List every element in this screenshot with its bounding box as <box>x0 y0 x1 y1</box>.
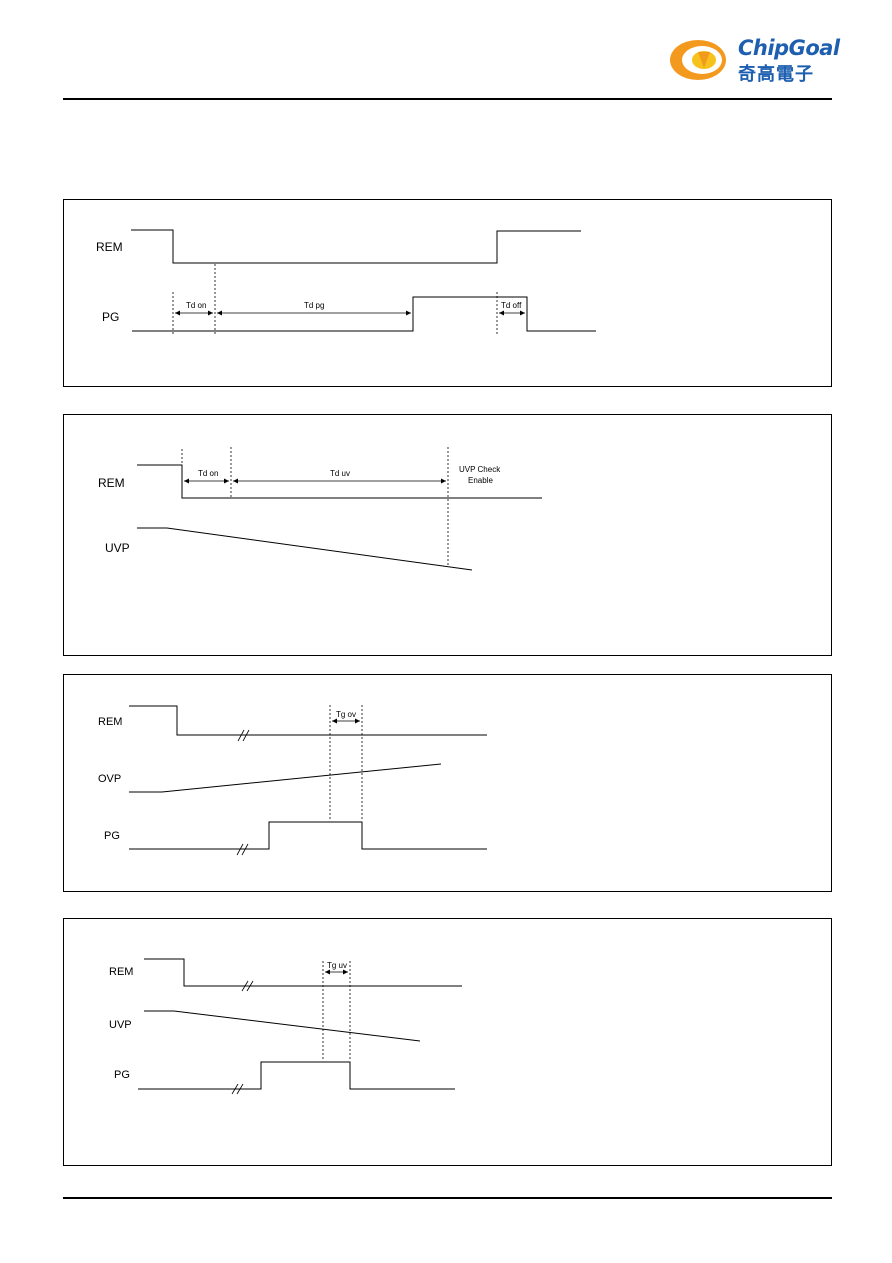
timing-label-tg-ov: Tg ov <box>336 710 356 719</box>
pg-waveform <box>138 1061 455 1090</box>
pg-waveform <box>132 296 596 332</box>
chipgoal-emblem-icon <box>670 40 726 80</box>
signal-label-rem: REM <box>109 966 133 978</box>
uvp-check-note-line-1: UVP Check <box>459 465 501 474</box>
timing-diagram-4-canvas: REM UVP PG Tg uv <box>109 958 462 1095</box>
timing-diagram-power-good: REM PG Td on Td pg Td off <box>63 199 832 387</box>
timing-diagram-uvp-fault: REM UVP PG Tg uv <box>63 918 832 1166</box>
break-mark <box>241 980 249 992</box>
signal-label-pg: PG <box>102 310 119 324</box>
arrowheads <box>325 969 348 975</box>
timing-label-tg-uv: Tg uv <box>327 961 347 970</box>
break-mark <box>237 729 245 742</box>
brand-name-chinese: 奇高電子 <box>738 64 814 85</box>
company-logo: ChipGoal 奇高電子 <box>668 36 840 85</box>
signal-label-pg: PG <box>114 1069 130 1081</box>
arrowheads <box>184 478 229 484</box>
timing-label-td-pg: Td pg <box>304 301 324 310</box>
timing-diagram-ovp-fault: REM OVP PG Tg ov <box>63 674 832 892</box>
signal-label-rem: REM <box>98 476 125 490</box>
timing-label-td-on: Td on <box>198 469 218 478</box>
signal-label-uvp: UVP <box>105 541 130 555</box>
break-mark <box>236 1083 244 1095</box>
signal-label-pg: PG <box>104 830 120 842</box>
uvp-waveform <box>144 1010 421 1042</box>
timing-label-td-uv: Td uv <box>330 469 350 478</box>
rem-waveform <box>144 958 462 987</box>
timing-diagram-1-canvas: REM PG Td on Td pg Td off <box>96 229 596 336</box>
uvp-waveform <box>137 527 473 571</box>
pg-waveform <box>129 821 487 850</box>
signal-label-uvp: UVP <box>109 1019 132 1031</box>
rem-waveform <box>129 705 487 736</box>
rem-waveform <box>131 229 581 264</box>
ovp-waveform <box>129 763 442 793</box>
timing-diagram-2-canvas: REM UVP Td on Td uv UVP Check Enable <box>98 447 542 571</box>
timing-diagram-3-canvas: REM OVP PG Tg ov <box>98 705 487 856</box>
break-mark <box>236 843 244 856</box>
timing-label-td-off: Td off <box>501 301 522 310</box>
break-mark <box>241 843 249 856</box>
timing-diagram-uvp-enable: REM UVP Td on Td uv UVP Check Enable <box>63 414 832 656</box>
header-rule <box>63 98 832 100</box>
brand-name-english: ChipGoal <box>738 36 840 60</box>
break-mark <box>231 1083 239 1095</box>
signal-label-ovp: OVP <box>98 773 121 785</box>
footer-rule <box>63 1197 832 1199</box>
timing-label-td-on: Td on <box>186 301 206 310</box>
break-mark <box>242 729 250 742</box>
signal-label-rem: REM <box>98 716 122 728</box>
break-mark <box>246 980 254 992</box>
signal-label-rem: REM <box>96 240 123 254</box>
uvp-check-note-line-2: Enable <box>468 476 493 485</box>
